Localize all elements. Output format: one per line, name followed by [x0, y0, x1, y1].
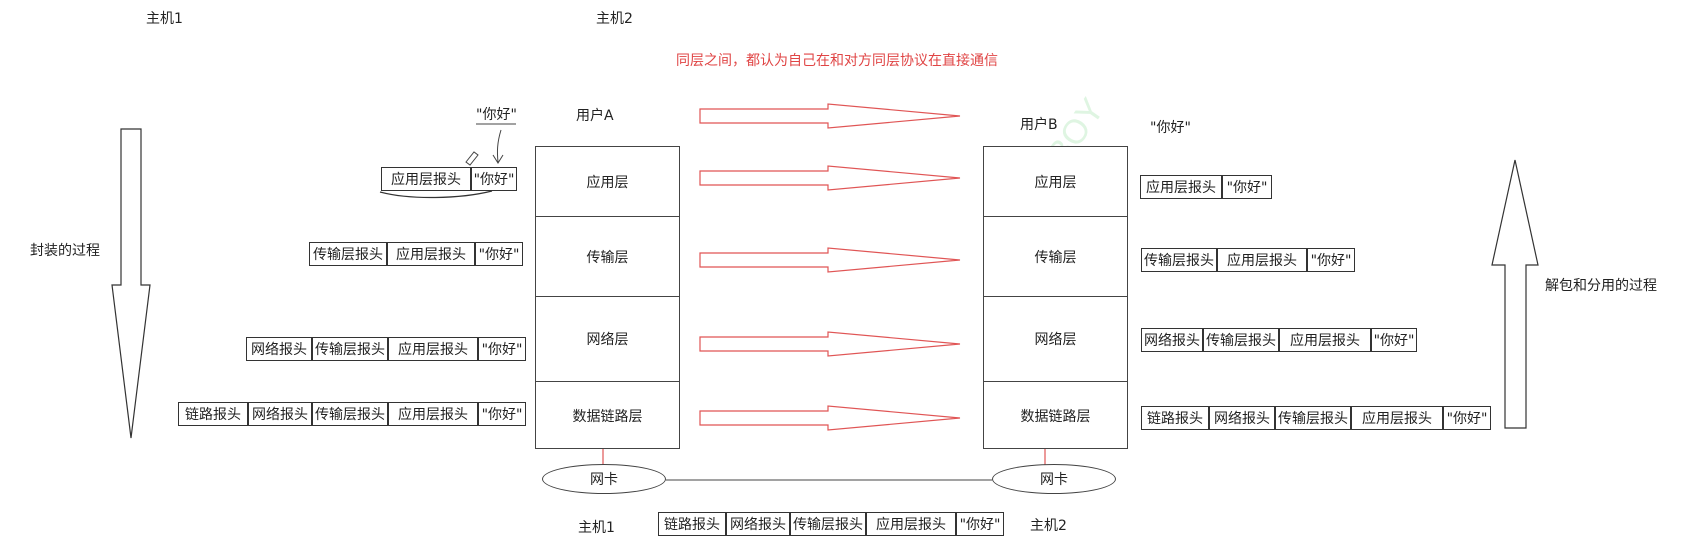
payload: "你好"	[1371, 328, 1417, 352]
network-header: 网络报头	[1209, 406, 1275, 430]
right-protocol-stack: 应用层 传输层 网络层 数据链路层	[983, 146, 1128, 449]
network-header: 网络报头	[246, 337, 312, 361]
right-datalink-packet: 链路报头 网络报头 传输层报头 应用层报头 "你好"	[1141, 406, 1491, 430]
transport-header: 传输层报头	[1141, 248, 1217, 272]
left-layer-network: 网络层	[536, 296, 679, 381]
bottom-host2-label: 主机2	[1030, 518, 1067, 534]
right-layer-transport: 传输层	[984, 216, 1127, 296]
wire-packet: 链路报头 网络报头 传输层报头 应用层报头 "你好"	[658, 512, 1004, 536]
transport-header: 传输层报头	[1275, 406, 1351, 430]
payload: "你好"	[478, 402, 526, 426]
payload: "你好"	[1443, 406, 1491, 430]
decapsulation-up-arrow	[1491, 159, 1539, 429]
application-header: 应用层报头	[388, 402, 478, 426]
top-host1-label: 主机1	[146, 11, 183, 27]
transport-header: 传输层报头	[790, 512, 866, 536]
peer-arrow-network	[699, 331, 961, 357]
application-header: 应用层报头	[1279, 328, 1371, 352]
link-header: 链路报头	[178, 402, 248, 426]
application-header: 应用层报头	[387, 242, 475, 266]
left-layer-transport: 传输层	[536, 216, 679, 296]
payload: "你好"	[475, 242, 523, 266]
header-underline-squiggle	[379, 190, 493, 199]
bottom-host1-label: 主机1	[578, 520, 615, 536]
application-header: 应用层报头	[1217, 248, 1307, 272]
right-layer-network: 网络层	[984, 296, 1127, 381]
right-transport-packet: 传输层报头 应用层报头 "你好"	[1141, 248, 1355, 272]
payload: "你好"	[1307, 248, 1355, 272]
left-protocol-stack: 应用层 传输层 网络层 数据链路层	[535, 146, 680, 449]
application-header: 应用层报头	[381, 167, 471, 191]
network-header: 网络报头	[726, 512, 790, 536]
transport-header: 传输层报头	[312, 337, 388, 361]
application-header: 应用层报头	[866, 512, 956, 536]
peer-communication-note: 同层之间，都认为自己在和对方同层协议在直接通信	[676, 53, 998, 69]
right-layer-datalink: 数据链路层	[984, 381, 1127, 450]
transport-header: 传输层报头	[312, 402, 388, 426]
message-down-arrow	[492, 129, 504, 164]
transport-header: 传输层报头	[309, 242, 387, 266]
peer-arrow-datalink	[699, 405, 961, 431]
left-network-packet: 网络报头 传输层报头 应用层报头 "你好"	[246, 337, 526, 361]
encapsulation-label: 封装的过程	[30, 243, 100, 259]
left-datalink-packet: 链路报头 网络报头 传输层报头 应用层报头 "你好"	[178, 402, 526, 426]
link-header: 链路报头	[1141, 406, 1209, 430]
payload: "你好"	[471, 167, 517, 191]
peer-arrow-transport	[699, 247, 961, 273]
left-nic: 网卡	[542, 464, 666, 494]
decapsulation-label: 解包和分用的过程	[1545, 278, 1657, 294]
payload: "你好"	[956, 512, 1004, 536]
left-layer-application: 应用层	[586, 174, 629, 191]
user-a-label: 用户A	[576, 108, 614, 124]
top-host2-label: 主机2	[596, 11, 633, 27]
transport-header: 传输层报头	[1203, 328, 1279, 352]
left-layer-datalink: 数据链路层	[536, 381, 679, 450]
link-header: 链路报头	[658, 512, 726, 536]
right-network-packet: 网络报头 传输层报头 应用层报头 "你好"	[1141, 328, 1417, 352]
left-message: "你好"	[476, 107, 517, 123]
encapsulation-down-arrow	[111, 128, 151, 439]
application-header: 应用层报头	[1351, 406, 1443, 430]
application-header: 应用层报头	[388, 337, 478, 361]
payload: "你好"	[478, 337, 526, 361]
application-header: 应用层报头	[1140, 175, 1222, 199]
right-nic: 网卡	[992, 464, 1116, 494]
network-header: 网络报头	[248, 402, 312, 426]
payload: "你好"	[1222, 175, 1272, 199]
right-layer-application: 应用层	[1034, 174, 1077, 191]
peer-arrow-user	[699, 103, 961, 129]
peer-arrow-application	[699, 165, 961, 191]
left-transport-packet: 传输层报头 应用层报头 "你好"	[309, 242, 523, 266]
right-app-packet: 应用层报头 "你好"	[1140, 175, 1272, 199]
pen-icon	[465, 151, 479, 166]
network-header: 网络报头	[1141, 328, 1203, 352]
left-app-packet: 应用层报头 "你好"	[381, 167, 517, 191]
user-b-label: 用户B	[1020, 117, 1058, 133]
right-message: "你好"	[1150, 120, 1191, 136]
